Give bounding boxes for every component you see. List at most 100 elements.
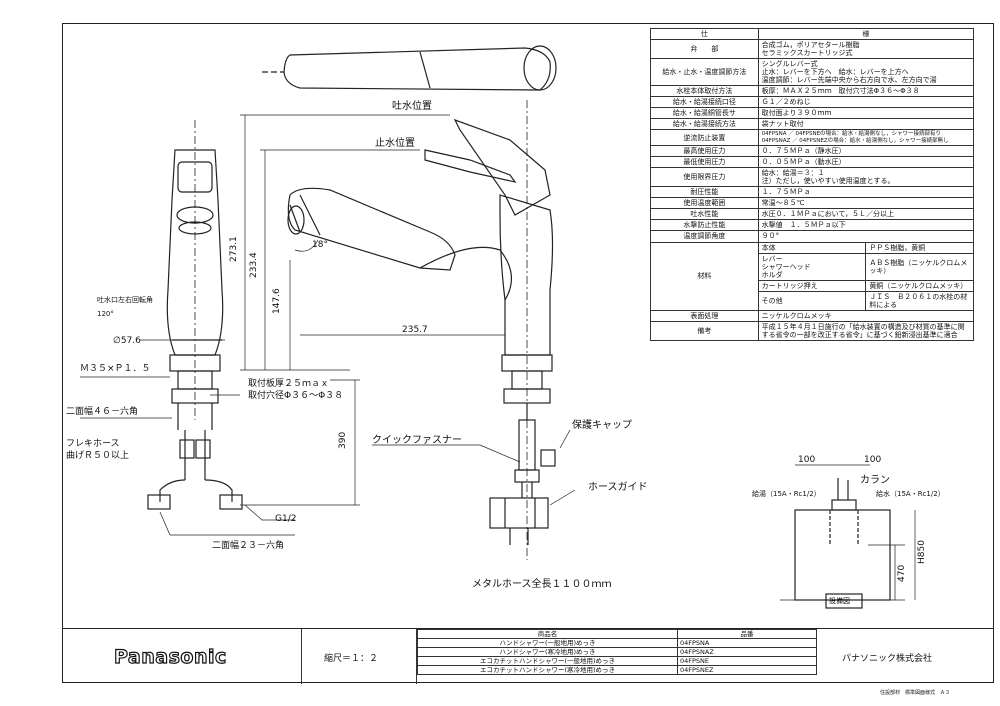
spec-value: ９０°: [757, 230, 975, 243]
spec-value: 水圧０．１ＭＰａにおいて，５Ｌ／分以上: [757, 208, 975, 221]
dim-h850: H850: [917, 540, 927, 564]
spec-value: シングルレバー式 止水：レバーを下方へ 給水：レバーを上方へ 温度調節：レバー先…: [757, 58, 975, 87]
material-value: ＰＰＳ樹脂，黄銅: [865, 241, 974, 254]
label-thread: Ｍ３５×Ｐ１．５: [80, 364, 151, 374]
label-bend-radius: 曲げＲ５０以上: [66, 451, 130, 461]
label-flex-hose: フレキホース: [66, 439, 120, 449]
spec-value: 水撃値 １．５ＭＰａ以下: [757, 219, 975, 232]
spec-row: 吐水性能水圧０．１ＭＰａにおいて，５Ｌ／分以上: [650, 208, 975, 221]
faucet-side-view: [147, 120, 243, 510]
title-block: Panasonic 縮尺＝１：２ 商品名 品番 ハンドシャワー(一般地用)めっき…: [62, 628, 994, 684]
product-name: エコカチットハンドシャワー(一般地用)めっき: [417, 656, 678, 666]
material-value: ＪＩＳ Ｂ２０６１の水栓の材料による: [865, 290, 974, 311]
label-protect-cap: 保護キャップ: [572, 420, 632, 431]
material-label: 材料: [650, 241, 759, 311]
spec-table: 仕様弁 部合成ゴム，ポリアセタール樹脂 セラミックスカートリッジ式給水・止水・温…: [650, 27, 975, 341]
material-key: カートリッジ押え: [757, 279, 867, 292]
spec-value: 板厚：ＭＡＸ２５ｍｍ 取付穴寸法Φ３６～Φ３８: [757, 85, 975, 98]
remarks-row-key: 備考: [650, 320, 759, 341]
product-code: 04FPSNA: [677, 638, 817, 648]
product-code: 04FPSNEZ: [677, 665, 817, 675]
spec-key: 使用温度範囲: [650, 197, 759, 210]
spec-value: 合成ゴム，ポリアセタール樹脂 セラミックスカートリッジ式: [757, 39, 975, 60]
spec-key: 温度調節角度: [650, 230, 759, 243]
spec-key: 逆流防止装置: [650, 129, 759, 147]
spec-key: 最低使用圧力: [650, 156, 759, 169]
spec-row: 給水・給湯接続方法袋ナット取付: [650, 118, 975, 131]
spec-header-right: 様: [757, 27, 975, 41]
spec-key: 給水・給湯接続方法: [650, 118, 759, 131]
spec-value: 給水：給湯＝３：１ 注）ただし，使いやすい使用温度とする。: [757, 167, 975, 188]
label-water-feed: 給水（15A・Rc1/2）: [876, 490, 945, 498]
dim-470: 470: [897, 564, 907, 582]
product-code: 04FPSNAZ: [677, 647, 817, 657]
product-name: エコカチットハンドシャワー(寒冷地用)めっき: [417, 665, 678, 675]
dim-390: 390: [338, 431, 348, 449]
dim-273: 273.1: [229, 236, 239, 262]
product-code-header: 品番: [677, 629, 817, 639]
spec-key: 給水・給湯銅管長サ: [650, 107, 759, 120]
spec-key: 使用限界圧力: [650, 167, 759, 188]
material-value: 黄銅（ニッケルクロムメッキ）: [865, 279, 974, 292]
material-key: レバー シャワーヘッド ホルダ: [757, 252, 867, 281]
spec-row: 水栓本体取付方法板厚：ＭＡＸ２５ｍｍ 取付穴寸法Φ３６～Φ３８: [650, 85, 975, 98]
material-key: その他: [757, 290, 867, 311]
product-name: ハンドシャワー(寒冷地用)めっき: [417, 647, 678, 657]
surface-row: 表面処理ニッケルクロムメッキ: [650, 309, 975, 322]
dim-100b: 100: [864, 455, 882, 465]
company-name: パナソニック株式会社: [842, 654, 933, 664]
spec-key: 水撃防止性能: [650, 219, 759, 232]
label-stop-position: 止水位置: [375, 138, 415, 149]
product-name: ハンドシャワー(一般地用)めっき: [417, 638, 678, 648]
spec-key: 水栓本体取付方法: [650, 85, 759, 98]
spec-row: 弁 部合成ゴム，ポリアセタール樹脂 セラミックスカートリッジ式: [650, 39, 975, 60]
remarks-row-value: 平成１５年４月１日施行の「給水装置の構造及び材質の基準に関する省令の一部を改正す…: [757, 320, 975, 341]
product-code: 04FPSNE: [677, 656, 817, 666]
spec-value: 04FPSNA ／ 04FPSNEの場合：給水・給湯側なし，シャワー接続部有り …: [757, 129, 975, 147]
label-spout-position: 吐水位置: [392, 101, 432, 112]
scale-cell: [302, 629, 417, 684]
spec-row: 給水・止水・温度調節方法シングルレバー式 止水：レバーを下方へ 給水：レバーを上…: [650, 58, 975, 87]
dim-235: 235.7: [402, 325, 428, 335]
spec-value: 取付面より３９０ｍｍ: [757, 107, 975, 120]
spec-row: 給水・給湯銅管長サ取付面より３９０ｍｍ: [650, 107, 975, 120]
label-metal-hose: メタルホース全長１１００ｍｍ: [472, 579, 612, 590]
dim-18deg: 18°: [312, 240, 328, 250]
surface-row-value: ニッケルクロムメッキ: [757, 309, 975, 322]
spec-key: 給水・給湯接続口径: [650, 96, 759, 109]
footnote: 住設部材 標準図面様式 Ａ３: [880, 690, 951, 696]
spec-header-row: 仕様: [650, 27, 975, 41]
dim-147: 147.6: [272, 288, 282, 314]
brand-logo: Panasonic: [113, 645, 227, 668]
spec-header-left: 仕: [650, 27, 759, 41]
label-g12: G1/2: [275, 514, 297, 524]
spec-key: 耐圧性能: [650, 186, 759, 199]
surface-row-key: 表面処理: [650, 309, 759, 322]
spec-value: ０．０５ＭＰａ（動水圧）: [757, 156, 975, 169]
material-value: ＡＢＳ樹脂（ニッケルクロムメッキ）: [865, 252, 974, 281]
label-collar: カラン: [860, 475, 890, 486]
label-hex46: 二面幅４６－六角: [66, 407, 139, 417]
spec-key: 最高使用圧力: [650, 145, 759, 158]
spec-value: Ｇ１／２めねじ: [757, 96, 975, 109]
drawing-frame: [62, 23, 994, 683]
label-plate-thickness: 取付板厚２５ｍａｘ: [248, 379, 330, 389]
material-key: 本体: [757, 241, 867, 254]
spec-row: 使用限界圧力給水：給湯＝３：１ 注）ただし，使いやすい使用温度とする。: [650, 167, 975, 188]
installation-diagram: [780, 464, 916, 609]
label-water-supply: 給湯（15A・Rc1/2）: [752, 490, 821, 498]
spec-value: 袋ナット取付: [757, 118, 975, 131]
spec-key: 給水・止水・温度調節方法: [650, 58, 759, 87]
brand-cell: [62, 629, 302, 684]
scale-text: 縮尺＝１：２: [324, 654, 379, 664]
